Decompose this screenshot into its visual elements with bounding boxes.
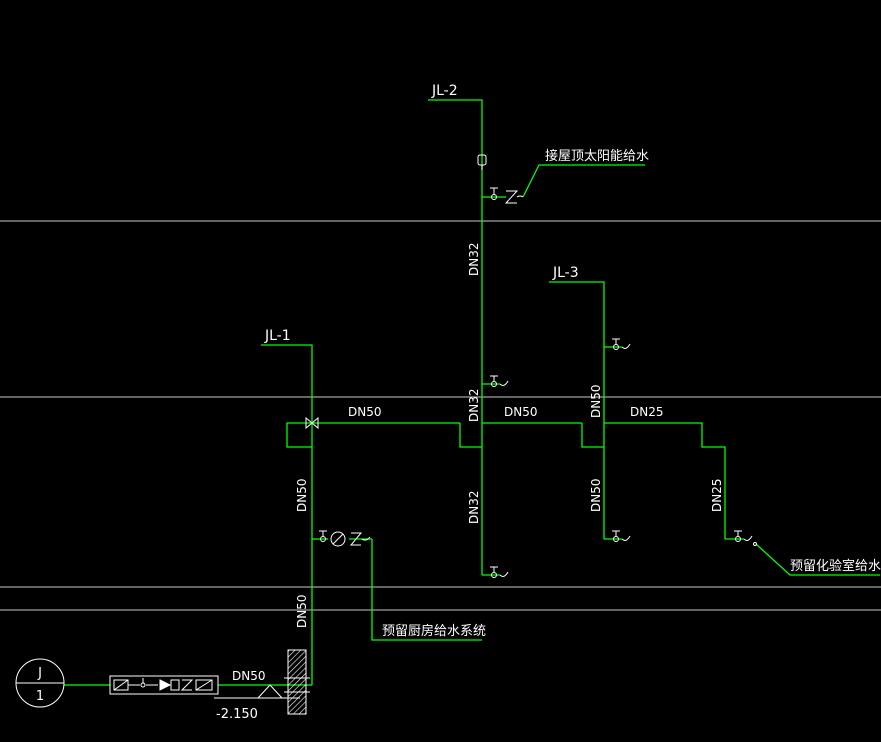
riser-label-jl1: JL-1	[264, 328, 291, 344]
tap-icon	[499, 380, 509, 386]
valve-icon	[735, 536, 741, 542]
main-pipe-right	[604, 422, 726, 539]
roof-solar-label: 接屋顶太阳能给水	[545, 148, 649, 164]
tap-icon	[361, 536, 371, 541]
valve-icon	[613, 536, 619, 542]
pipe-size-jl1-upper: DN50	[295, 479, 309, 513]
pipe-size-jl3-lower: DN50	[589, 479, 603, 513]
entry-assembly-box	[109, 675, 219, 695]
entry-check-valve-icon	[159, 679, 172, 691]
pipe-size-jl2-lower: DN32	[467, 491, 481, 525]
water-meter-icon	[332, 533, 344, 545]
valve-icon	[320, 536, 326, 542]
pipe-size-main-right: DN25	[630, 405, 664, 419]
pipe-size-lab-branch: DN25	[710, 479, 724, 513]
jl3-label-leader	[549, 281, 605, 539]
entry-fitting-icon	[195, 679, 213, 691]
index-circle-bottom: 1	[36, 689, 44, 704]
pipe-size-jl2-mid: DN32	[467, 389, 481, 423]
lab-leader	[755, 543, 880, 576]
elevation-label: -2.150	[216, 707, 258, 722]
wall-hatch	[287, 649, 307, 715]
pipe-size-jl2-upper: DN32	[467, 243, 481, 277]
riser-label-jl3: JL-3	[552, 265, 579, 281]
fittings	[15, 154, 757, 715]
riser-label-jl2: JL-2	[431, 83, 458, 99]
tap-icon	[621, 343, 631, 349]
entry-fitting-icon	[170, 679, 180, 691]
gate-valve-icon	[305, 416, 313, 430]
leader-dot-icon	[753, 542, 757, 546]
pipework	[64, 99, 880, 686]
entry-valve-icon	[140, 682, 146, 688]
valve-icon	[491, 194, 497, 200]
check-valve-icon	[349, 532, 363, 546]
tap-icon	[499, 571, 509, 577]
kitchen-leader	[371, 539, 482, 641]
gate-valve-icon	[311, 416, 319, 430]
floor-lines	[0, 220, 881, 611]
entry-fitting-icon	[195, 679, 213, 691]
labels: JL-2 JL-3 JL-1 接屋顶太阳能给水 预留化验室给水 预留厨房给水系统…	[36, 83, 881, 722]
pipe-size-jl1-lower: DN50	[295, 595, 309, 629]
valve-icon	[491, 572, 497, 578]
tap-icon	[743, 535, 753, 541]
entry-fitting-icon	[113, 679, 129, 691]
jl2-label-leader	[428, 99, 483, 575]
tap-icon	[516, 195, 524, 198]
pipe-size-main-left: DN50	[348, 405, 382, 419]
valve-icon	[613, 344, 619, 350]
check-valve-icon	[504, 190, 519, 204]
kitchen-supply-label: 预留厨房给水系统	[382, 623, 486, 639]
roof-leader	[522, 164, 645, 198]
jl3-offset	[581, 423, 604, 448]
tap-icon	[621, 535, 631, 541]
water-meter-icon	[330, 531, 346, 547]
jl2-offset	[459, 423, 482, 448]
jl1-offset	[286, 422, 312, 448]
jl1-label-leader	[261, 344, 313, 685]
elevation-marker-icon	[257, 684, 283, 699]
pipe-size-main-mid: DN50	[504, 405, 538, 419]
entry-check-valve-icon	[180, 679, 194, 691]
pipe-size-entry: DN50	[232, 669, 266, 683]
pipe-size-jl3-upper: DN50	[589, 385, 603, 419]
valve-icon	[491, 381, 497, 387]
index-circle-top: J	[37, 666, 42, 681]
lab-supply-label: 预留化验室给水	[790, 558, 881, 574]
